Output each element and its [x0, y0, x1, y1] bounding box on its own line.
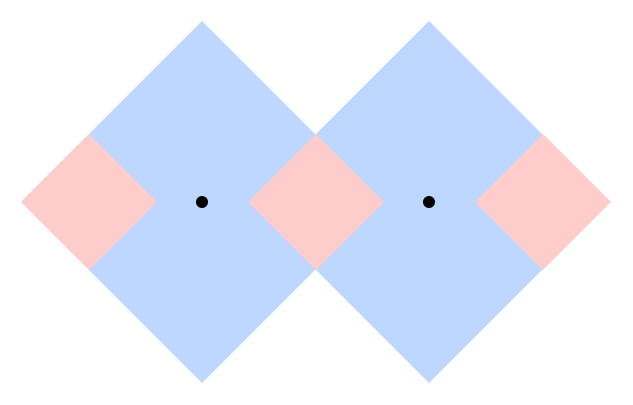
left-edge-pink-diamond [21, 134, 157, 270]
right-edge-pink-diamond [475, 134, 611, 270]
right-center-dot [423, 196, 435, 208]
middle-overlap-pink-diamond [248, 134, 384, 270]
left-center-dot [196, 196, 208, 208]
